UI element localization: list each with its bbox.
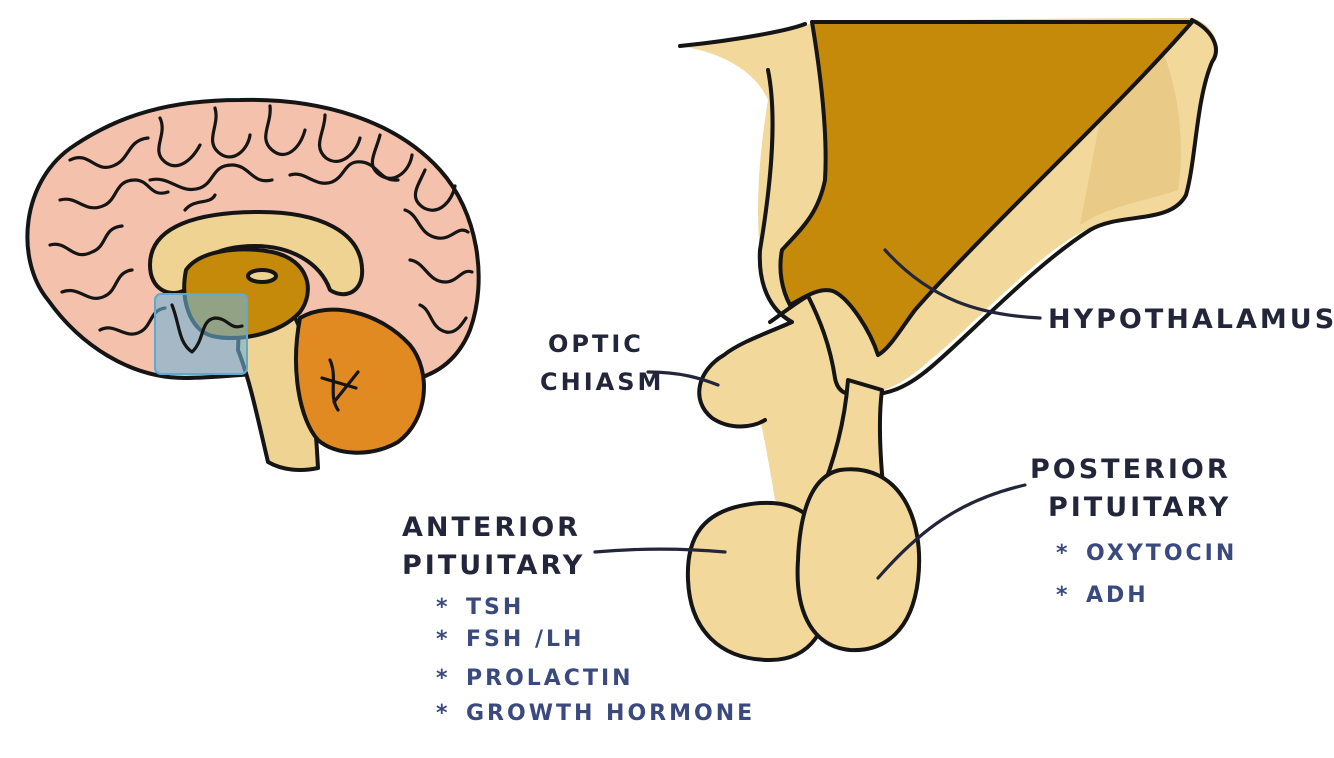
pituitary-shade: [1080, 45, 1181, 225]
hormone-item: TSH: [466, 595, 524, 620]
posterior-pituitary-label-line2: PITUITARY: [1048, 492, 1231, 523]
cerebral-gyri: [48, 104, 474, 370]
hormone-bullet: *: [1056, 583, 1071, 608]
hypothalamus-region: [778, 20, 1194, 357]
anterior-pituitary-leader-line: [593, 547, 727, 554]
hormone-item: PROLACTIN: [466, 666, 634, 691]
hormone-item: ADH: [1086, 583, 1149, 608]
hypothalamus-leader-line: [883, 248, 1042, 320]
optic-chiasm-label-line1: OPTIC: [548, 330, 644, 358]
hormone-item: OXYTOCIN: [1086, 541, 1237, 566]
cerebellum: [294, 307, 426, 455]
posterior-pituitary-leader-line: [876, 483, 1027, 580]
anterior-pituitary-label-line1: ANTERIOR: [402, 512, 581, 543]
optic-chiasm-leader-line: [646, 370, 720, 387]
optic-chiasm-label-line2: CHIASM: [540, 368, 664, 396]
posterior-hormone-list: * OXYTOCIN * ADH: [1056, 541, 1237, 608]
hormone-bullet: *: [436, 666, 451, 691]
hormone-bullet: *: [1056, 541, 1071, 566]
anterior-pituitary-label-line2: PITUITARY: [402, 550, 585, 581]
posterior-pituitary-label-line1: POSTERIOR: [1030, 454, 1231, 485]
pituitary-illustration: [678, 18, 1218, 662]
posterior-pituitary-lobe: [795, 467, 922, 653]
hormone-bullet: *: [436, 701, 451, 726]
hormone-item: FSH /LH: [466, 627, 584, 652]
hormone-bullet: *: [436, 627, 451, 652]
hypothalamus-label: HYPOTHALAMUS: [1048, 304, 1334, 335]
brain-sagittal-illustration: [25, 97, 481, 472]
anterior-hormone-list: * TSH * FSH /LH * PROLACTIN * GROWTH HOR…: [436, 595, 755, 726]
thalamus-hole: [246, 268, 278, 284]
hormone-bullet: *: [436, 595, 451, 620]
hormone-item: GROWTH HORMONE: [466, 701, 755, 726]
